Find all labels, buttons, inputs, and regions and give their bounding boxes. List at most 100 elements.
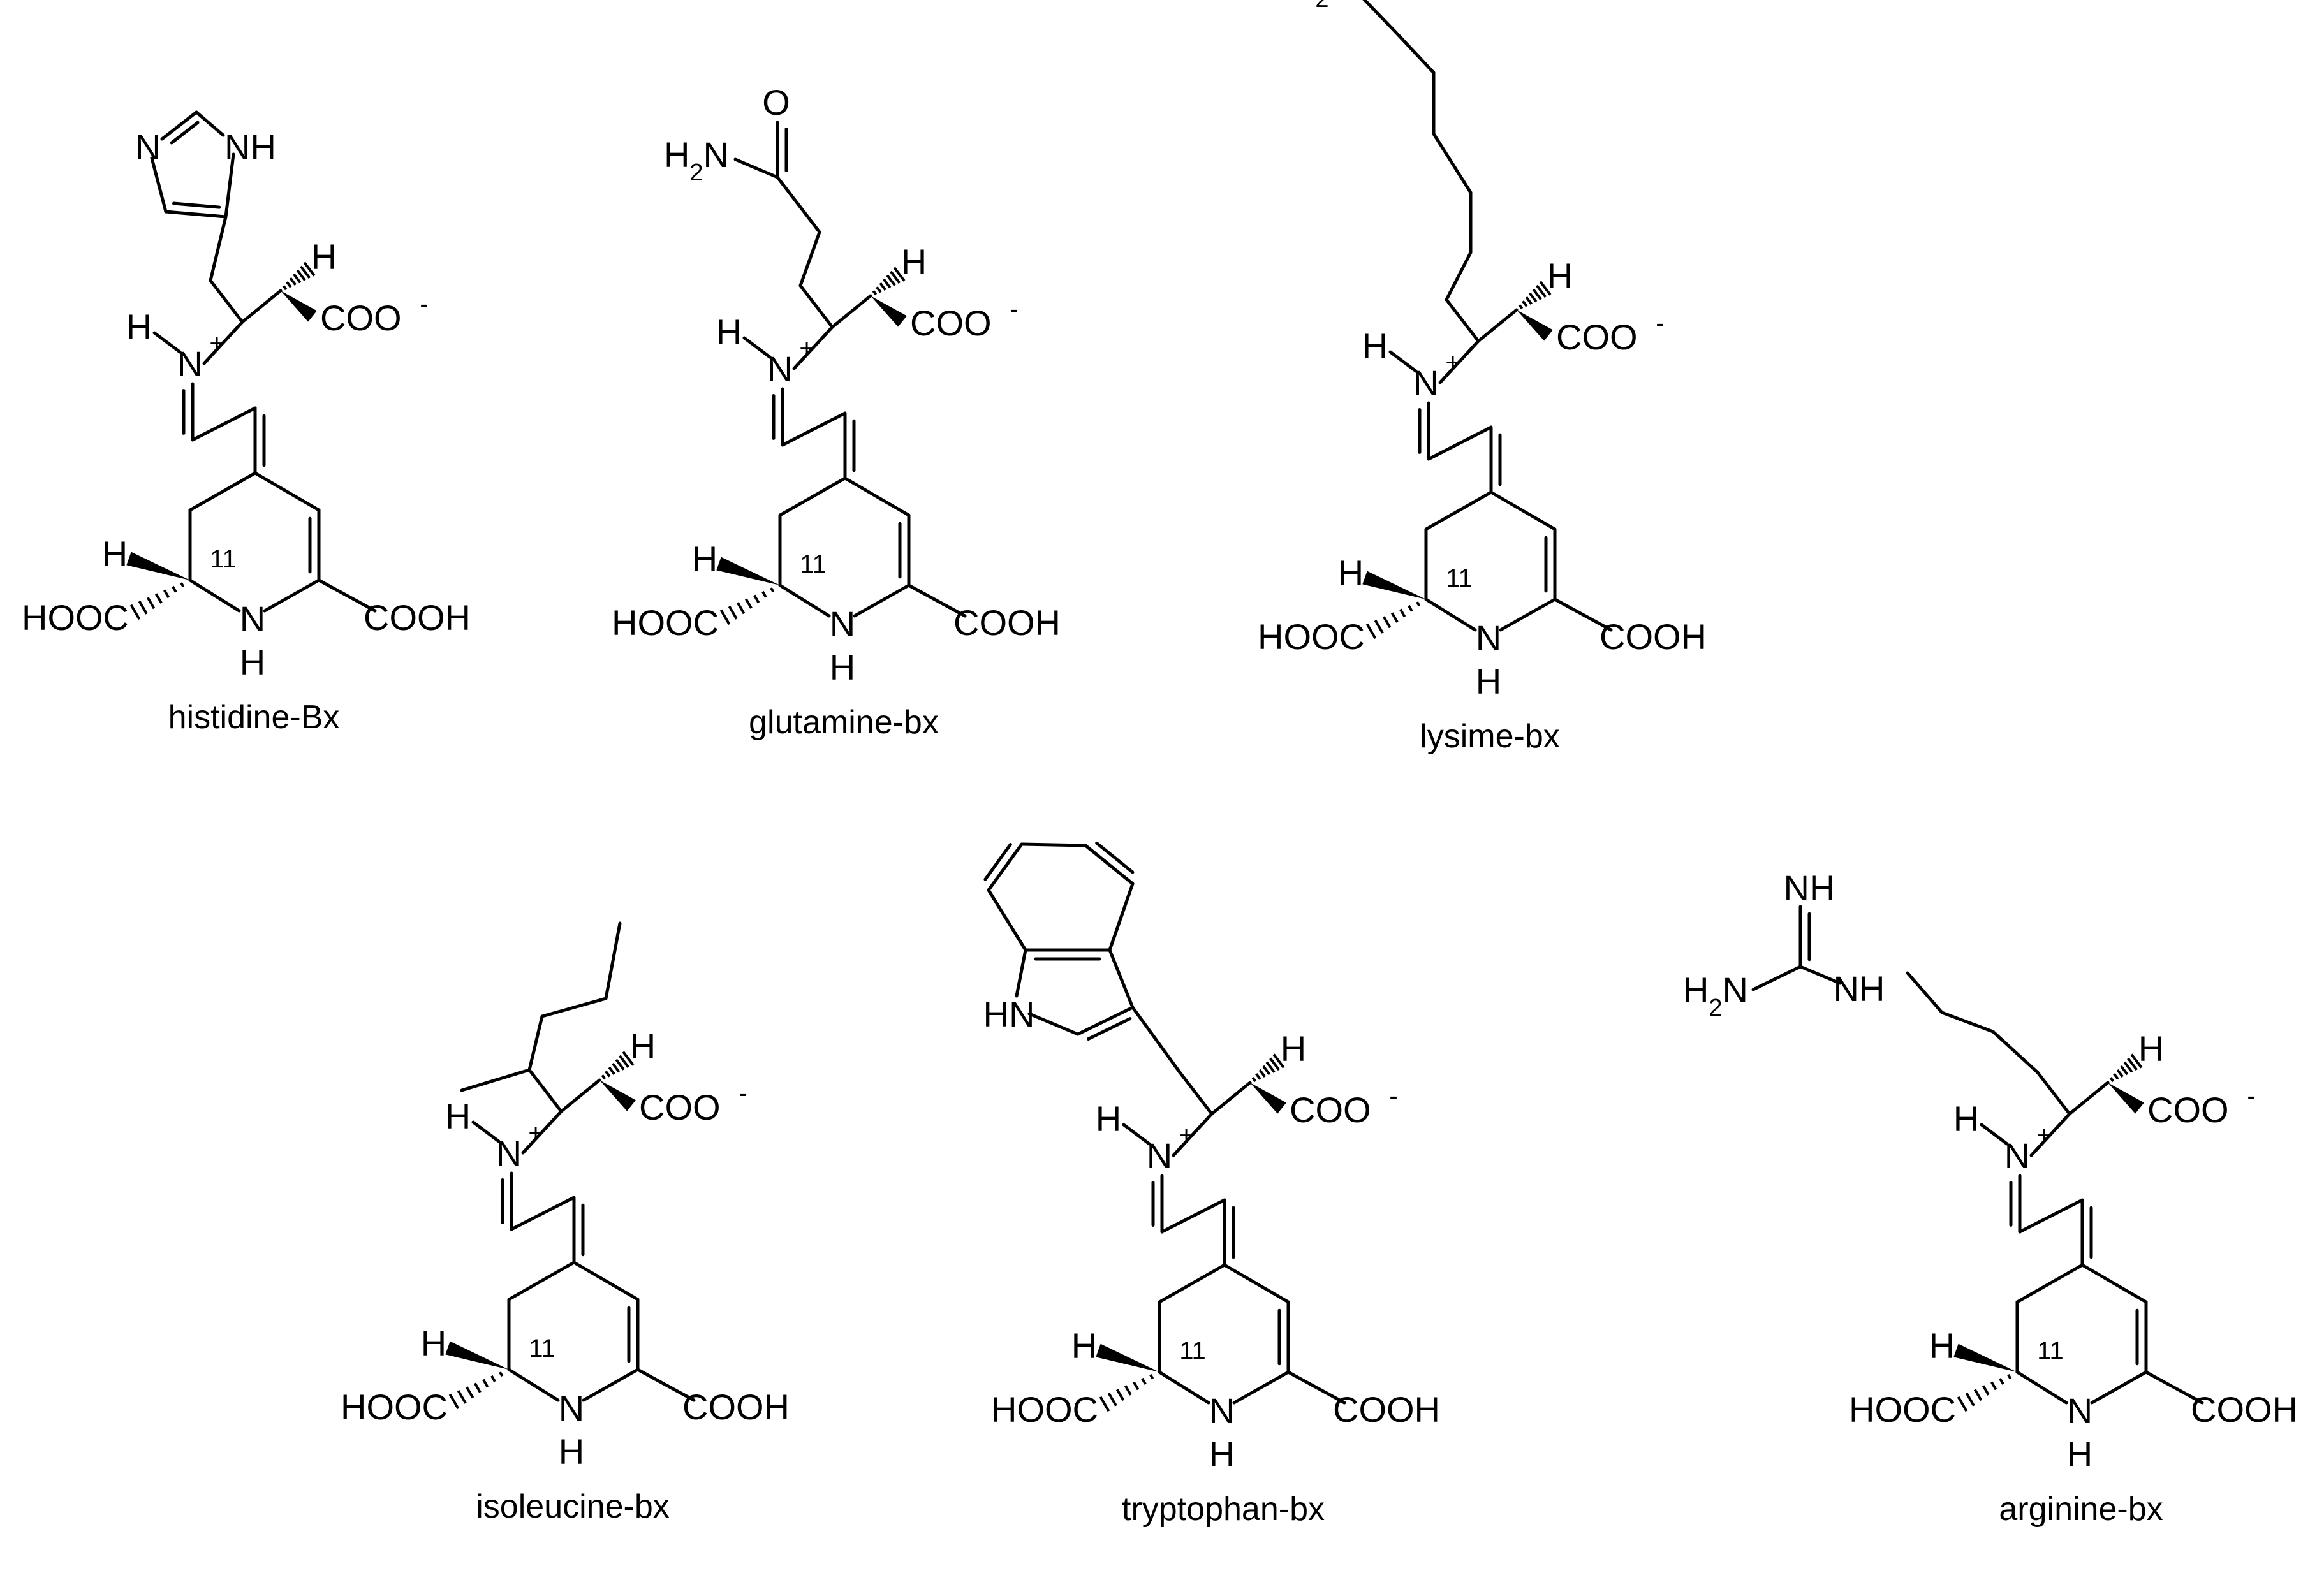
hash-bond-c11-cooh — [1957, 1374, 2012, 1412]
atom-h-c11: H — [102, 534, 128, 574]
hash-bond-c11-cooh-stroke — [482, 1379, 489, 1388]
bond-cb-cg — [798, 230, 821, 288]
atom-hn-indole: HN — [983, 994, 1035, 1034]
bond-ring-n-c11 — [507, 1368, 560, 1402]
bond-ring-c4-c3 — [843, 476, 911, 517]
bond-indole-c3-c2 — [1076, 1006, 1135, 1036]
bond-h-n — [152, 331, 182, 354]
hash-bond-c11-cooh-stroke — [129, 604, 141, 620]
atom-h-ring-n: H — [1209, 1434, 1235, 1474]
bond-lysine-n — [1362, 0, 1397, 34]
bond-n-cbeta — [521, 1109, 563, 1155]
hash-bond-c11-cooh-stroke — [154, 593, 163, 604]
hash-bond-c11-cooh-stroke — [2007, 1374, 2012, 1380]
atom-n-ring: N — [1476, 618, 1501, 658]
bond-imidazole-c2-n1 — [195, 110, 225, 137]
atom-h-iminium: H — [126, 307, 152, 347]
bond-ring-c4-c3 — [1223, 1263, 1290, 1304]
hash-bond-alpha-h-stroke — [1255, 1072, 1261, 1080]
bond-isoleucine-cg — [527, 1014, 544, 1072]
hash-bond-alpha-h-stroke — [1251, 1077, 1257, 1083]
atom-coo: COO — [2147, 1090, 2229, 1130]
caption-isoleucine: isoleucine-bx — [476, 1488, 670, 1525]
locant-c11: 11 — [2037, 1337, 2064, 1365]
atom-h-alpha: H — [1547, 256, 1573, 296]
h2n-subscript: 2 — [689, 159, 703, 186]
wedge-bond-alpha-coo — [281, 291, 317, 322]
atom-n-imidazole: N — [135, 127, 161, 167]
bond-h-n — [742, 336, 772, 359]
bond-isoleucine-cd — [540, 997, 608, 1018]
hash-bond-alpha-h-stroke — [1272, 1053, 1285, 1069]
bond-cbeta-side — [798, 284, 834, 329]
wedge-bond-c11-h — [1953, 1343, 2017, 1372]
hash-bond-alpha-h-stroke — [605, 1070, 611, 1078]
bond-arginine-cd-n — [1906, 971, 1944, 1014]
hash-bond-c11-cooh-stroke — [1957, 1396, 1968, 1412]
hash-bond-alpha-h-stroke — [872, 290, 878, 296]
bond-indole-c3-c3a — [1108, 948, 1135, 1009]
hash-bond-c11-cooh-stroke — [1399, 608, 1406, 618]
atom-h-iminium: H — [716, 312, 742, 352]
h2n-subscript: 2 — [1709, 995, 1722, 1021]
h2n-h: H — [1290, 0, 1315, 1]
hash-bond-c11-cooh-stroke — [1390, 612, 1399, 623]
atom-n-iminium: N — [1147, 1136, 1172, 1176]
atom-h2n-amide: H2N — [664, 135, 729, 186]
hash-bond-c11-cooh-stroke — [1374, 619, 1384, 634]
atom-coo: COO — [1556, 317, 1638, 357]
hash-bond-alpha-h-stroke — [1258, 1069, 1266, 1078]
hash-bond-alpha-h-stroke — [1269, 1057, 1281, 1071]
bond-ring-c2-n — [2090, 1370, 2148, 1405]
hash-bond-c11-cooh-stroke — [1115, 1389, 1125, 1401]
charge-minus: - — [1389, 1082, 1397, 1110]
hash-bond-c11-cooh-stroke — [138, 600, 148, 615]
bond-h-n — [1980, 1123, 2009, 1146]
bond-cb-indole — [1131, 1006, 1182, 1074]
hash-bond-alpha-h-stroke — [886, 274, 896, 286]
atom-h2n-guanidine: H2N — [1683, 970, 1748, 1021]
atom-h-c11: H — [692, 539, 717, 579]
hash-bond-alpha-h-stroke — [1539, 281, 1552, 296]
hash-bond-alpha-h-stroke — [615, 1058, 625, 1071]
bond-c2-cooh — [636, 1368, 696, 1402]
hash-bond-alpha-h — [2109, 1053, 2143, 1083]
charge-plus: + — [1445, 349, 1460, 377]
bond-ring-n-c11 — [1424, 597, 1477, 632]
bond-ring-n-c11 — [778, 583, 831, 618]
h2n-n: N — [1723, 970, 1748, 1010]
atom-o-amide: O — [762, 82, 790, 122]
bond-indole-c2-n — [1027, 1012, 1080, 1036]
hash-bond-c11-cooh-stroke — [457, 1389, 467, 1404]
bond-cbeta-side — [527, 1068, 563, 1113]
hash-bond-c11-cooh-stroke — [736, 602, 746, 615]
hash-bond-c11-cooh — [448, 1371, 504, 1410]
atom-hooc: HOOC — [1849, 1389, 1956, 1430]
hash-bond-c11-cooh-stroke — [490, 1375, 496, 1382]
wedge-bond-c11-h — [716, 557, 780, 585]
bond-ring-n-c11 — [188, 578, 241, 613]
bond-benzene — [1020, 842, 1087, 847]
atom-coo: COO — [1290, 1090, 1371, 1130]
bond-imidazole-n3-c2-second — [170, 121, 200, 145]
bond-arginine-cd — [1940, 1011, 1995, 1034]
atom-hooc: HOOC — [1258, 617, 1365, 657]
atom-hooc: HOOC — [991, 1389, 1098, 1430]
hash-bond-alpha-h — [282, 261, 316, 291]
bond-ring-c12-c4 — [188, 471, 257, 512]
hash-bond-c11-cooh-stroke — [1965, 1392, 1975, 1407]
bond-imidazole-n3-c2 — [160, 110, 198, 141]
hash-bond-alpha-h — [601, 1051, 635, 1080]
atom-n-iminium: N — [177, 344, 203, 384]
hash-bond-alpha-h — [1251, 1053, 1285, 1083]
locant-c11: 11 — [800, 550, 827, 578]
atom-n-iminium: N — [2004, 1136, 2030, 1176]
atom-h2n-lysine: H2N — [1290, 0, 1355, 13]
hash-bond-c11-cooh-stroke — [761, 590, 767, 598]
hash-bond-alpha-h-stroke — [1529, 292, 1538, 303]
charge-minus: - — [420, 290, 428, 318]
charge-plus: + — [2036, 1122, 2051, 1150]
